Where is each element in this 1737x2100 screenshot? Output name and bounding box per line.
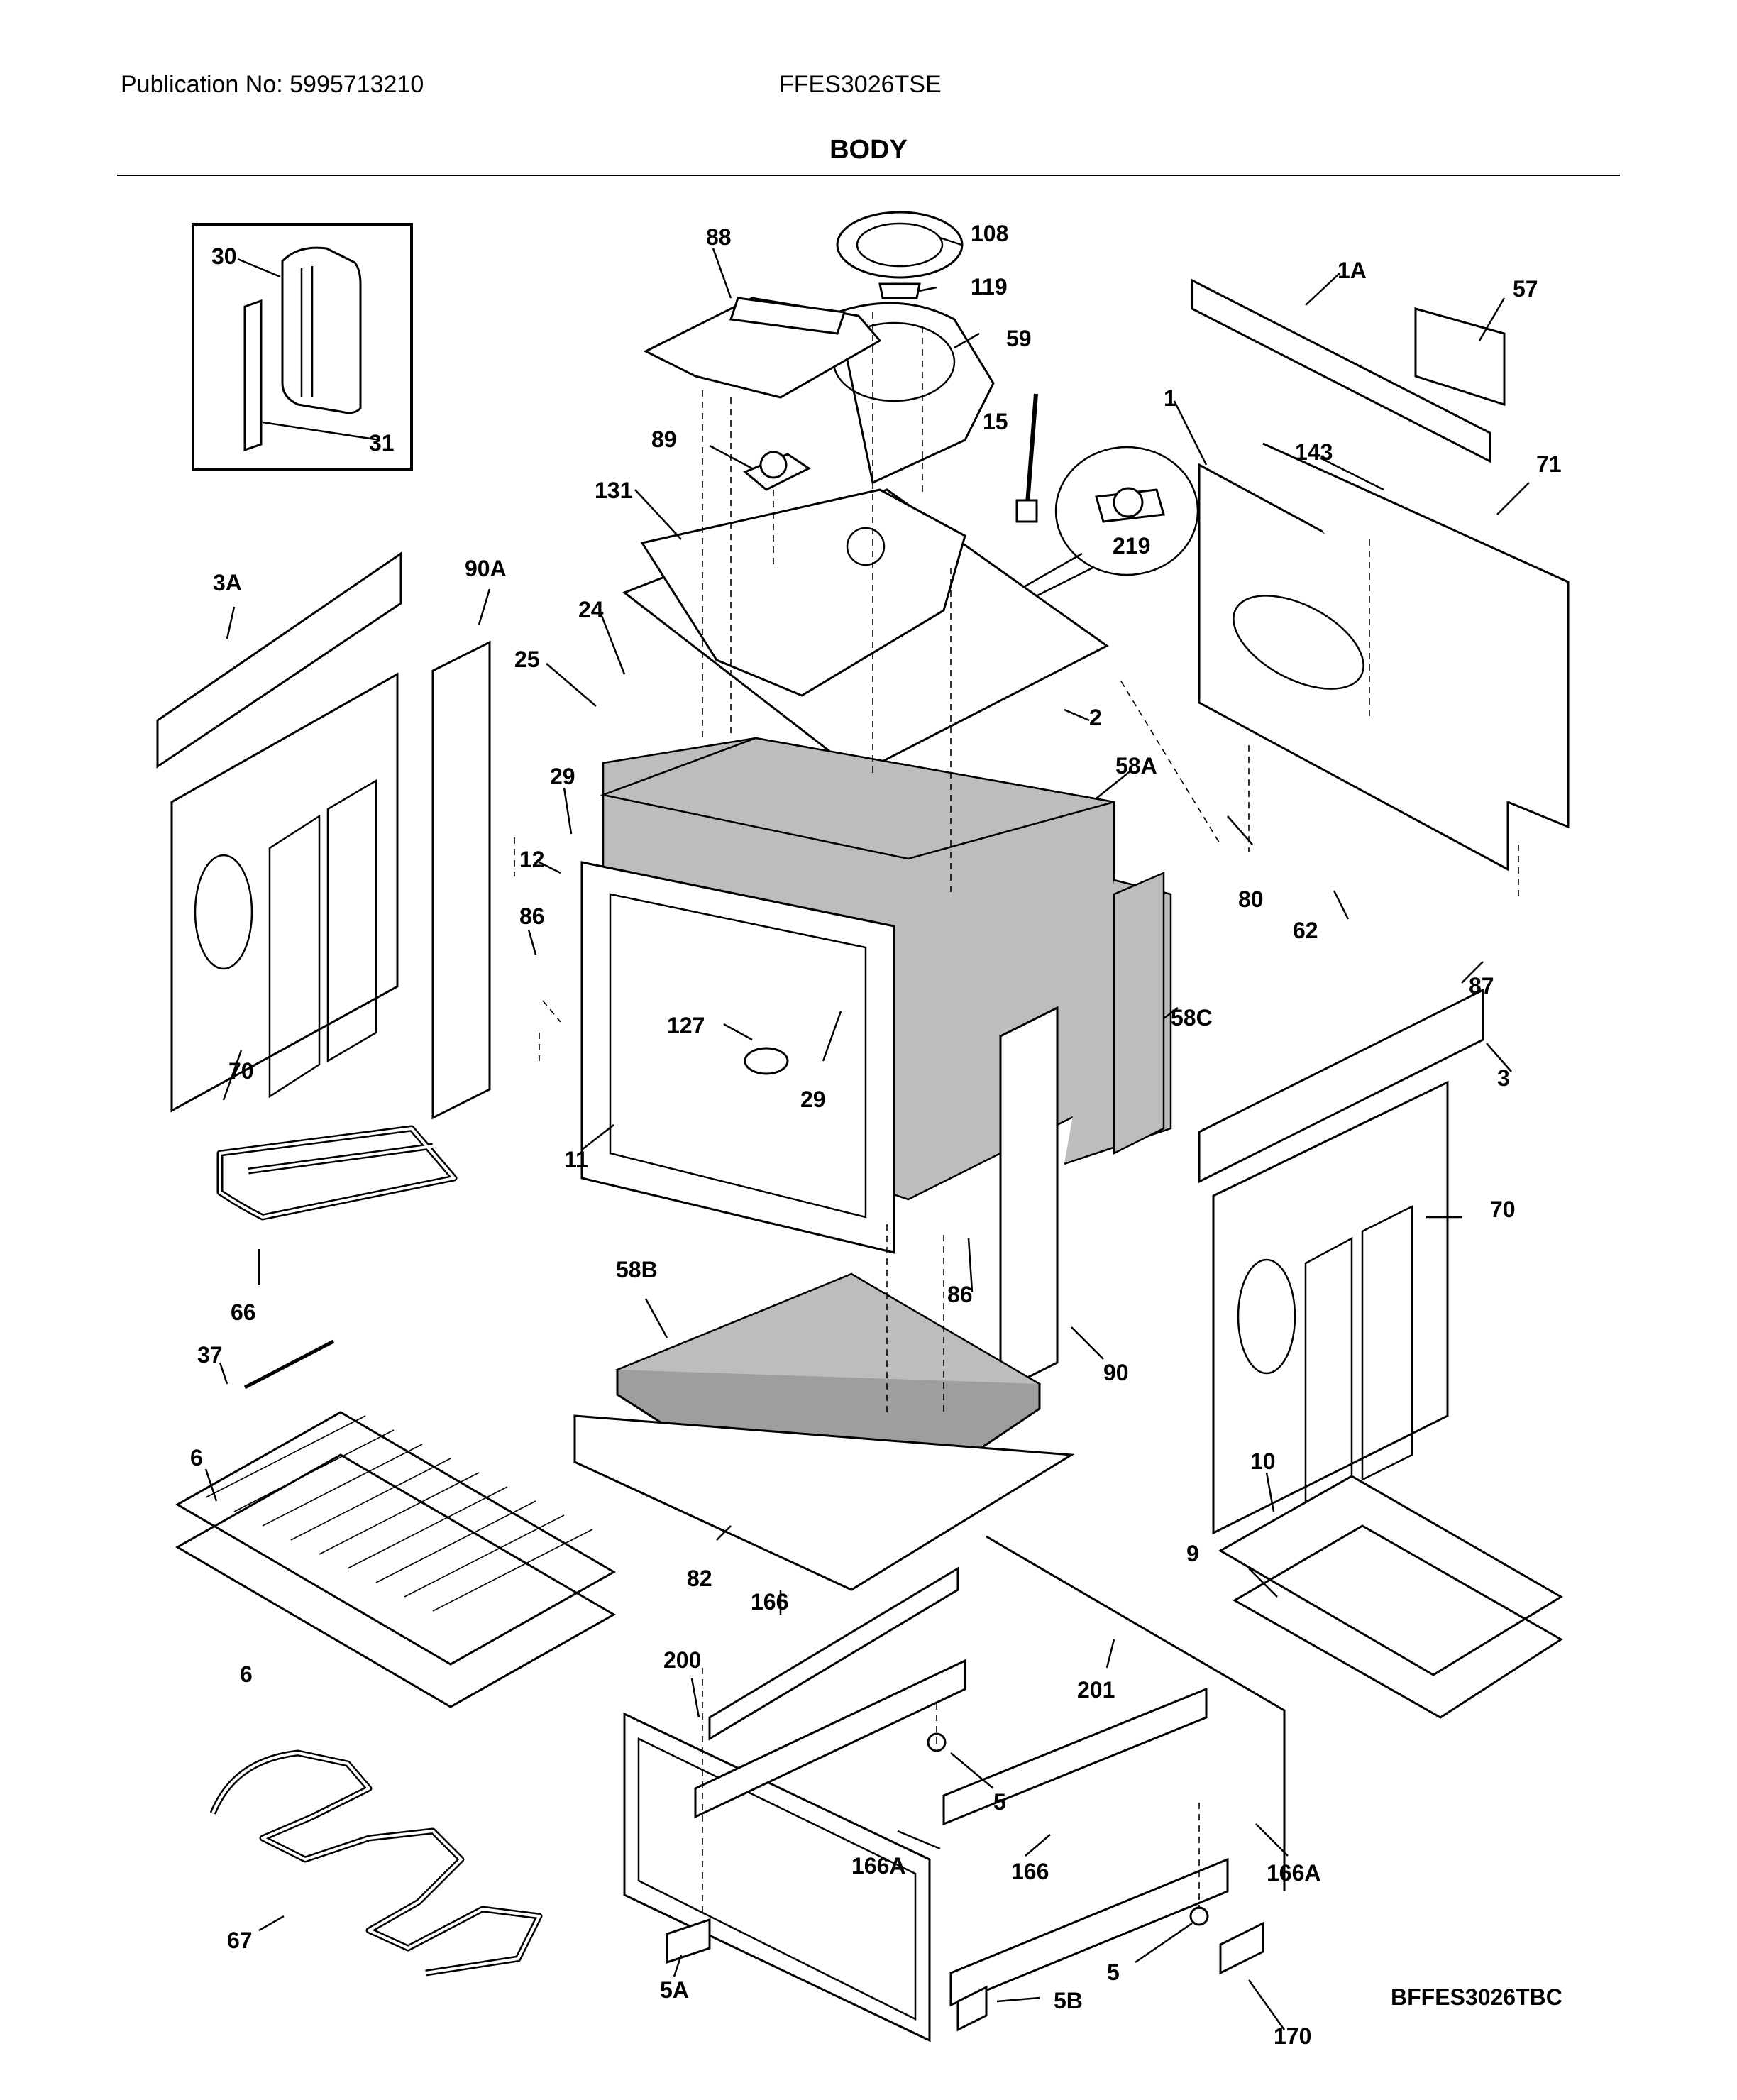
bottom-frame-82	[573, 1414, 1075, 1591]
callout-82: 82	[687, 1566, 712, 1591]
rear-panel	[1191, 278, 1570, 872]
inset-box	[192, 223, 413, 471]
callout-31: 31	[369, 430, 395, 456]
callout-1: 1	[1164, 385, 1176, 411]
probe-37	[243, 1339, 335, 1390]
brackets	[666, 1918, 1264, 2032]
bake-element-67	[209, 1749, 543, 1977]
callout-58C: 58C	[1171, 1005, 1213, 1030]
assembly-guides	[514, 312, 1519, 1916]
broil-element-66	[216, 1125, 458, 1221]
callout-170: 170	[1274, 2023, 1311, 2049]
blower-assembly	[643, 211, 995, 485]
callout-90: 90	[1103, 1360, 1129, 1385]
callout-58B: 58B	[616, 1257, 658, 1282]
drawer-frame	[623, 1535, 1286, 2043]
oven-rack-lower	[175, 1453, 617, 1708]
callout-143: 143	[1295, 439, 1333, 465]
callout-200: 200	[663, 1647, 701, 1673]
callout-15: 15	[983, 409, 1008, 434]
callout-66: 66	[231, 1299, 256, 1325]
page-title: BODY	[829, 135, 908, 165]
diagram-reference-code: BFFES3026TBC	[1391, 1984, 1562, 2010]
leader-lines	[204, 236, 1530, 2030]
sensor-15	[1015, 393, 1038, 523]
callout-1A: 1A	[1338, 258, 1367, 283]
callout-5A: 5A	[660, 1977, 689, 2003]
callout-90A: 90A	[465, 556, 507, 581]
callout-59: 59	[1006, 326, 1032, 351]
callout-9: 9	[1186, 1541, 1199, 1566]
callout-70-b: 70	[1490, 1197, 1516, 1222]
callout-131: 131	[595, 478, 632, 503]
oven-top	[622, 488, 1109, 775]
callout-108: 108	[971, 221, 1008, 246]
callout-166: 166	[751, 1589, 788, 1615]
left-side-panel	[156, 551, 402, 1113]
callout-labels: 30 31 88 108 119 59 1A 57 89 15 1 143 71…	[190, 221, 1562, 2049]
callout-86-b: 86	[947, 1282, 973, 1307]
callout-6-b: 6	[240, 1661, 253, 1687]
callout-89: 89	[651, 427, 677, 452]
callout-127: 127	[667, 1013, 705, 1038]
callout-24: 24	[578, 597, 604, 622]
trim-90	[999, 1006, 1059, 1393]
callout-166A: 166A	[851, 1853, 906, 1879]
callout-219: 219	[1113, 533, 1150, 559]
callout-29-b: 29	[800, 1087, 826, 1112]
callout-70: 70	[228, 1058, 254, 1084]
publication-number: Publication No: 5995713210	[121, 71, 424, 98]
right-side-panel	[1198, 988, 1484, 1535]
callout-166A-b: 166A	[1267, 1860, 1321, 1886]
callout-29: 29	[550, 764, 575, 789]
callout-3A: 3A	[213, 570, 242, 595]
callout-58A: 58A	[1115, 753, 1157, 779]
callout-88: 88	[706, 224, 732, 250]
callout-166-b: 166	[1011, 1859, 1049, 1884]
callout-5B: 5B	[1054, 1988, 1083, 2013]
callout-2: 2	[1089, 705, 1102, 730]
callout-10: 10	[1250, 1448, 1276, 1474]
callout-25: 25	[514, 647, 540, 672]
callout-5: 5	[993, 1789, 1006, 1815]
callout-87: 87	[1469, 973, 1494, 999]
insulation-58C	[1113, 872, 1165, 1155]
callout-12: 12	[519, 847, 545, 872]
callout-201: 201	[1077, 1677, 1115, 1703]
broiler-pan	[1218, 1475, 1563, 1719]
callout-119: 119	[971, 274, 1008, 299]
callout-11: 11	[564, 1147, 588, 1172]
switch-89	[743, 451, 811, 491]
callout-30: 30	[211, 243, 237, 269]
callout-6: 6	[190, 1445, 203, 1470]
side-trim-90A	[431, 640, 491, 1120]
oven-rack-upper	[175, 1411, 617, 1666]
callout-71: 71	[1536, 451, 1562, 477]
callout-86: 86	[519, 903, 545, 929]
callout-67: 67	[227, 1928, 253, 1953]
callout-62: 62	[1293, 918, 1318, 943]
callout-57: 57	[1513, 276, 1538, 302]
header-rule	[117, 175, 1620, 176]
model-number: FFES3026TSE	[779, 71, 942, 98]
callout-80: 80	[1238, 886, 1264, 912]
oven-cavity	[580, 737, 1172, 1254]
callout-5-b: 5	[1107, 1959, 1120, 1985]
callout-3: 3	[1497, 1065, 1510, 1091]
callout-37: 37	[197, 1342, 223, 1368]
